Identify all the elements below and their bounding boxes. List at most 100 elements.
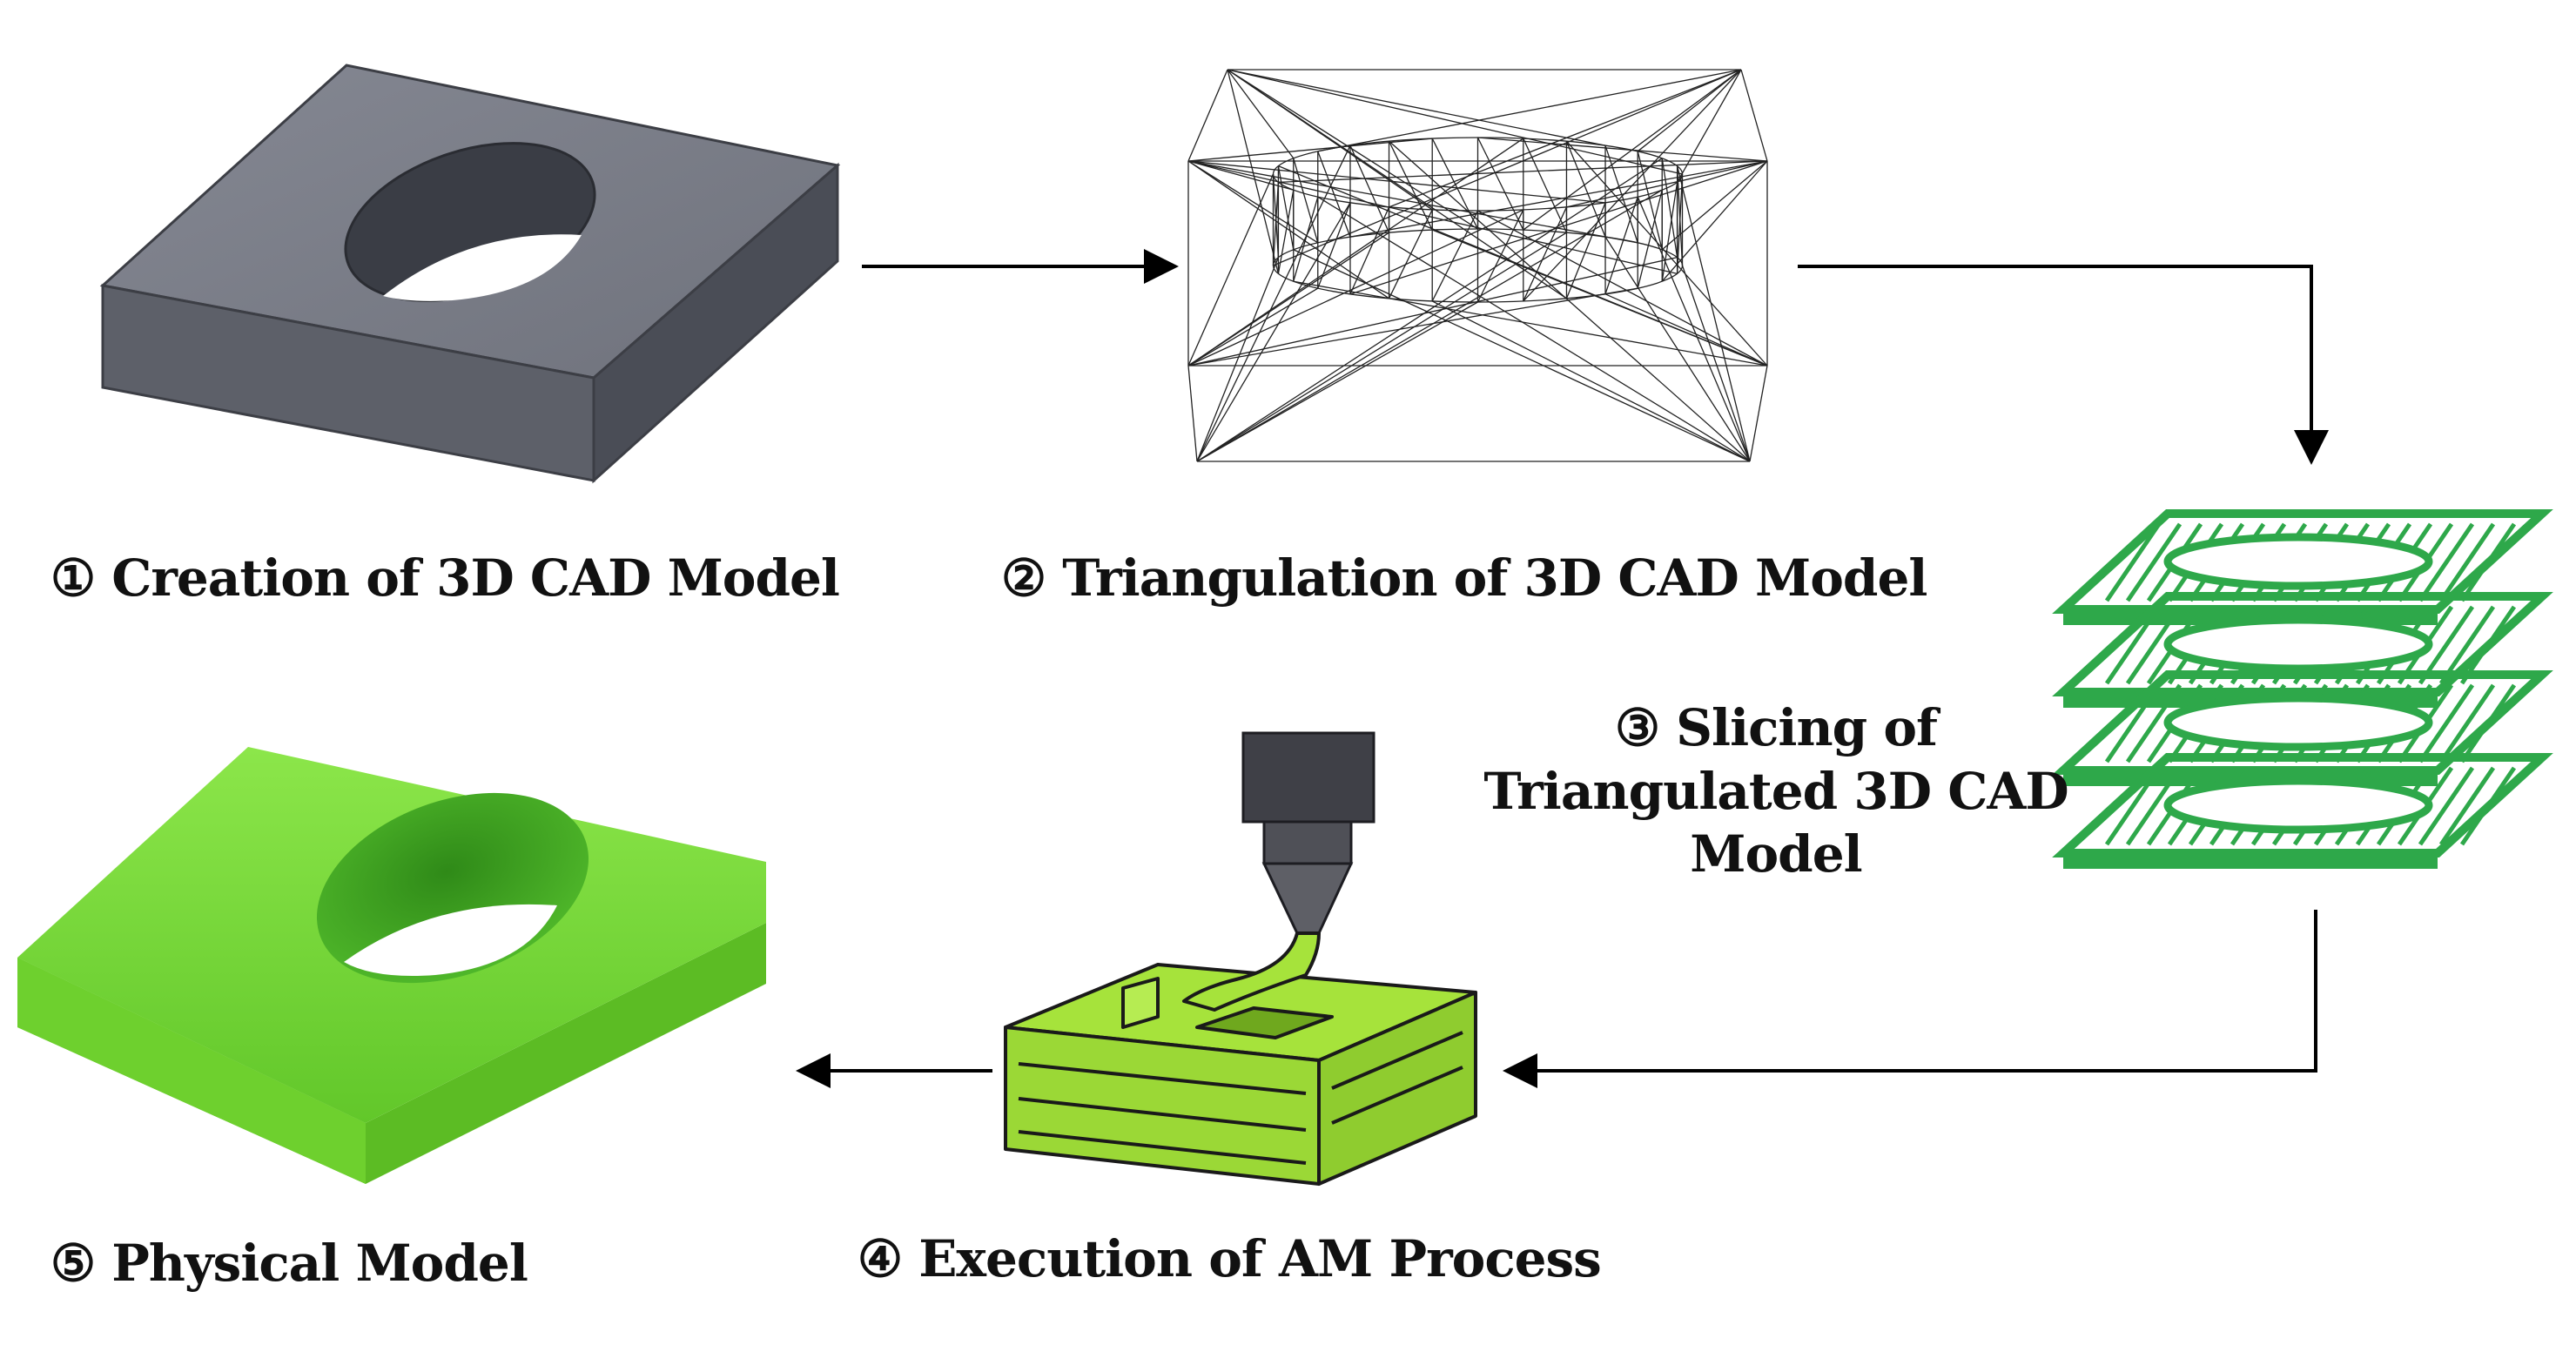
slice-infill	[2104, 522, 2162, 602]
layer-line	[1331, 1066, 1463, 1125]
cad-model-block	[99, 64, 841, 484]
layer-line	[1018, 1130, 1307, 1165]
slice-infill	[2125, 766, 2183, 846]
mesh-edge	[1604, 293, 1768, 367]
mesh-edge	[1196, 145, 1351, 462]
slice-infill	[2438, 766, 2496, 846]
mesh-edge	[1740, 69, 1768, 162]
mesh-edge	[1349, 160, 1768, 238]
mesh-edge	[1196, 158, 1663, 462]
mesh-edge	[1477, 137, 1768, 162]
mesh-edge	[1388, 140, 1433, 231]
slice-layer	[2052, 753, 2553, 869]
slice-edge	[2063, 853, 2438, 869]
mesh-edge	[1187, 69, 1228, 162]
slice-infill	[2459, 683, 2517, 763]
physical-model-front	[17, 958, 366, 1184]
mesh-edge	[1661, 158, 1678, 258]
slice-infill	[2459, 766, 2517, 846]
arrow-step2-to-step3	[1798, 265, 2329, 465]
mesh-edge	[1349, 145, 1390, 233]
mesh-edge	[1431, 300, 1751, 462]
slice-infill	[2418, 522, 2475, 602]
slice-infill	[2104, 605, 2162, 685]
mesh-edge	[1317, 151, 1351, 238]
slice-infill	[2438, 522, 2496, 602]
mesh-edge	[1565, 202, 1606, 299]
mesh-edge	[1227, 69, 1683, 175]
mesh-edge	[1476, 137, 1524, 231]
slice-infill	[2125, 522, 2183, 602]
mesh-edge	[1523, 138, 1568, 233]
mesh-edge	[1187, 160, 1294, 191]
mesh-edge	[1187, 160, 1606, 204]
printed-part-cavity	[1195, 1006, 1334, 1039]
mesh-edge	[1317, 202, 1351, 289]
mesh-edge	[1187, 138, 1433, 162]
step3-label-line3: Model	[1690, 824, 1862, 884]
mesh-edge	[1273, 69, 1742, 266]
printer-head-neck	[1262, 820, 1353, 865]
mesh-edge	[1637, 190, 1663, 289]
mesh-edge	[1196, 232, 1567, 462]
am-printer-nozzle	[1241, 731, 1375, 935]
mesh-edge	[1523, 69, 1742, 231]
mesh-edge	[1749, 365, 1768, 462]
arrow-step3-to-step4	[1503, 910, 2317, 1088]
mesh-edge	[1227, 69, 1433, 211]
layer-line	[1018, 1097, 1307, 1132]
step1-label: ① Creation of 3D CAD Model	[50, 548, 840, 608]
mesh-edge	[1565, 140, 1768, 367]
triangulated-mesh	[1187, 69, 1768, 462]
mesh-edge	[1389, 69, 1742, 208]
mesh-edge	[1349, 160, 1768, 295]
printer-nozzle-tip	[1261, 862, 1354, 935]
step5-label: ⑤ Physical Model	[50, 1234, 528, 1293]
mesh-edge	[1227, 69, 1280, 274]
slice-infill	[2125, 605, 2183, 685]
mesh-edge	[1293, 197, 1319, 282]
printed-part-side	[1317, 991, 1477, 1186]
slice-infill	[2459, 522, 2517, 602]
mesh-edge	[1187, 287, 1319, 367]
layer-line	[1018, 1062, 1307, 1095]
mesh-edge	[1676, 165, 1751, 462]
mesh-edge	[1604, 196, 1638, 295]
am-printed-part	[1004, 931, 1477, 1186]
mesh-edge	[1196, 202, 1351, 462]
sliced-layers	[2052, 509, 2553, 869]
step4-label: ④ Execution of AM Process	[858, 1229, 1602, 1288]
mesh-edge	[1196, 301, 1478, 462]
mesh-edge	[1293, 249, 1751, 462]
cad-side-face	[592, 162, 839, 484]
mesh-edge	[1637, 69, 1742, 152]
slice-hole	[2163, 777, 2433, 834]
step3-label-line1: ③ Slicing of	[1614, 698, 1938, 757]
slice-infill	[2104, 683, 2162, 763]
flow-arrows	[796, 249, 2329, 1088]
mesh-edge	[1317, 69, 1742, 152]
mesh-edge	[1681, 265, 1751, 462]
mesh-edge	[1187, 160, 1638, 244]
slice-hole	[2163, 615, 2433, 673]
mesh-edge	[1187, 209, 1524, 367]
mesh-edge	[1431, 210, 1479, 302]
mesh-edge	[1661, 160, 1768, 251]
layer-line	[1331, 1031, 1463, 1090]
mesh-edge	[1317, 196, 1751, 462]
step2-label: ② Triangulation of 3D CAD Model	[1001, 548, 1927, 608]
mesh-edge	[1187, 160, 1319, 244]
mesh-edge	[1477, 210, 1768, 367]
mesh-edge	[1565, 140, 1606, 238]
mesh-edge	[1187, 160, 1389, 299]
mesh-edge	[1227, 69, 1478, 230]
slice-infill	[2125, 683, 2183, 763]
mesh-edge	[1476, 209, 1524, 303]
slice-infill	[2418, 683, 2475, 763]
slice-hole	[2163, 533, 2433, 590]
mesh-edge	[1661, 182, 1678, 282]
mesh-edge	[1431, 229, 1768, 367]
extruded-filament	[1182, 931, 1321, 1012]
